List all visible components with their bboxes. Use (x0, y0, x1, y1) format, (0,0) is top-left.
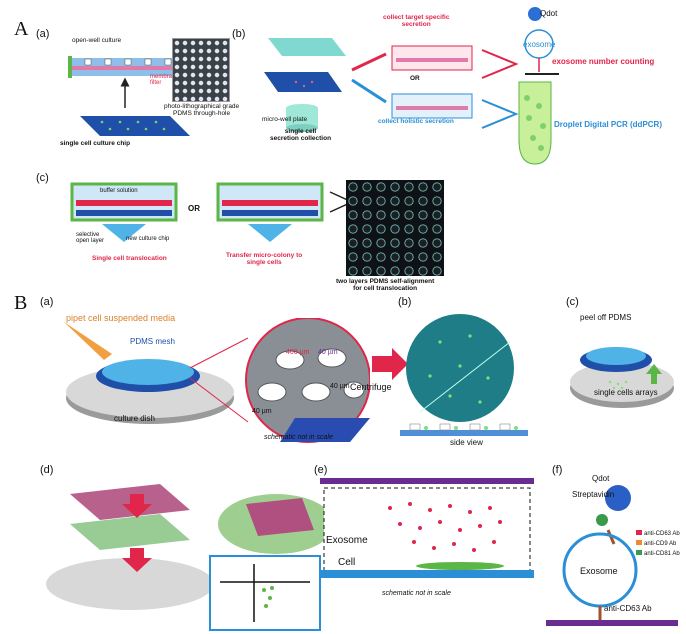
dim-40-label-1: 40 µm (318, 349, 338, 356)
exosome-label-e: Exosome (326, 535, 368, 546)
panel-a-a-diagram (68, 56, 198, 136)
or-label-c: OR (188, 204, 200, 213)
dish-label: culture dish (114, 414, 155, 423)
exosome-label-f: Exosome (580, 566, 618, 576)
microwell-label: micro-well plate (262, 116, 308, 123)
selective-label: selective open layer (76, 232, 105, 244)
cell (416, 562, 504, 570)
not-in-scale-note-e: schematic not in scale (382, 590, 451, 597)
result-arrows (481, 49, 519, 129)
exosome-label-a: exosome (523, 40, 556, 49)
panel-a-c-tag: (c) (36, 172, 49, 184)
qdot (605, 485, 631, 511)
anti-cd63-label: anti-CD63 Ab (644, 531, 680, 537)
side-view-label: side view (450, 438, 483, 447)
section-b-letter: B (14, 292, 28, 314)
translocation-label: Single cell translocation (92, 255, 167, 262)
panel-b-d-tag: (d) (40, 464, 54, 476)
centrifuge-label: Centrifuge (350, 382, 392, 392)
centrifuged-mesh (406, 314, 514, 422)
capture-substrate (546, 620, 678, 626)
panel-b-c-diagram (570, 347, 674, 408)
panel-a-c-diagram (70, 182, 348, 242)
panel-b-b-tag: (b) (398, 296, 412, 308)
middle-layer (70, 514, 190, 550)
zoom-inset (209, 555, 321, 631)
qdot-label-f: Qdot (592, 474, 610, 483)
collect-arrows (351, 45, 473, 119)
not-in-scale-note-a: schematic not in scale (264, 434, 333, 441)
cell-label-e: Cell (338, 557, 356, 568)
collection-plate (268, 38, 346, 56)
chip-layer-bottom (70, 70, 180, 76)
panel-b-a-tag: (a) (40, 296, 54, 308)
chip-membrane (70, 66, 180, 70)
exosome-qdot-icon (524, 7, 559, 75)
self-alignment-label: two layers PDMS self-alignment for cell … (336, 278, 435, 292)
transfer-label: Transfer micro-colony to single cells (226, 252, 303, 266)
bottom-substrate (320, 570, 534, 578)
dim-40-label-3: 40 µm (252, 408, 272, 415)
panel-a-a-tag: (a) (36, 28, 50, 40)
peel-label: peel off PDMS (580, 313, 632, 322)
mesh-label: PDMS mesh (130, 337, 175, 346)
ddpcr-tube (518, 81, 552, 165)
anti-cd81-label: anti-CD81 Ab (644, 551, 680, 557)
open-well-label: open-well culture (72, 37, 122, 44)
secretion-label: single cell secretion collection (270, 128, 332, 142)
chip-label: single cell culture chip (60, 140, 131, 147)
qdot-label-a: Qdot (540, 9, 558, 18)
micro-well (286, 124, 318, 132)
panel-b-f-tag: (f) (552, 464, 563, 476)
collect-holistic-label: collect holistic secretion (378, 118, 454, 125)
photo-litho-label: photo-lithographical grade PDMS through-… (164, 103, 240, 117)
exosome-counting-label: exosome number counting (552, 57, 655, 66)
panel-b-a-diagram (64, 318, 370, 443)
dim-40-label-2: 40 µm (330, 383, 350, 390)
pipet-label: pipet cell suspended media (66, 313, 176, 323)
aligned-layers (246, 498, 314, 536)
panel-b-e-tag: (e) (314, 464, 328, 476)
panel-b-d-diagram (46, 484, 334, 631)
chip-stack (264, 72, 342, 92)
arrays-label: single cells arrays (594, 388, 658, 397)
buffer-label: buffer solution (100, 188, 138, 194)
panel-b-e-diagram (320, 478, 534, 578)
new-chip-label: new culture chip (126, 236, 170, 242)
membrane-filter-label: membrane filter (150, 74, 179, 86)
streptavidin (596, 514, 608, 526)
top-substrate (320, 478, 534, 484)
anti-cd9-label: anti-CD9 Ab (644, 541, 677, 547)
streptavidin-label: Streptavidin (572, 490, 615, 499)
dim-400-label: 400 µm (286, 349, 310, 356)
side-view-substrate (400, 430, 528, 436)
self-alignment-image (346, 180, 444, 276)
or-label-b: OR (410, 75, 420, 82)
pdms-through-hole-image (172, 38, 230, 102)
base-ab-label: anti-CD63 Ab (604, 604, 652, 613)
panel-b-c-tag: (c) (566, 296, 579, 308)
pipet (64, 322, 112, 360)
section-a-letter: A (14, 18, 29, 40)
dish-d (46, 558, 214, 610)
ddpcr-label: Droplet Digital PCR (ddPCR) (554, 120, 662, 129)
collect-target-label: collect target specific secretion (383, 14, 450, 28)
centrifuge-arrow (372, 348, 408, 380)
panel-a-b-diagram (264, 38, 346, 132)
culture-chip (80, 116, 190, 136)
panel-b-f-diagram (546, 485, 678, 626)
panel-a-b-tag: (b) (232, 28, 246, 40)
panel-b-b-diagram (400, 314, 528, 436)
